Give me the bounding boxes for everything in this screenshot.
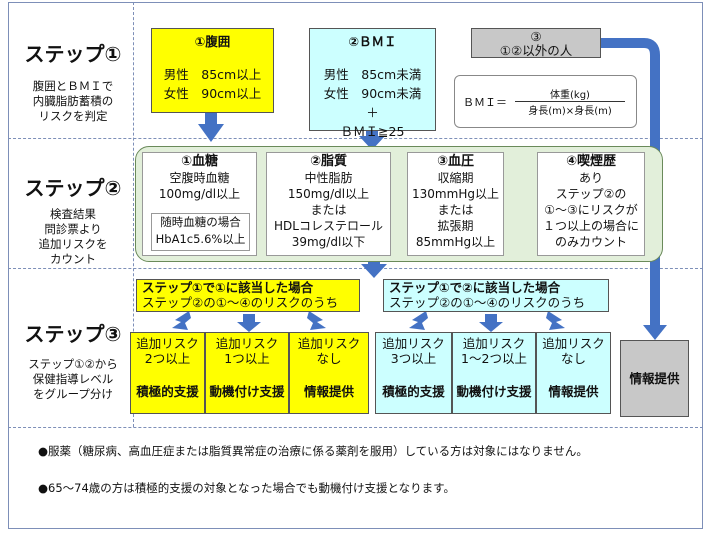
risk-bp-box: ③血圧 収縮期 130mmHg以上 または 拡張期 85mmHg以上 [407,152,504,256]
risk-smoking-box: ④喫煙歴 あり ステップ②の ①〜③にリスクが １つ以上の場合に のみカウント [537,152,645,256]
bmi-formula-box: ＢＭＩ＝ 体重(kg) 身長(m)×身長(m) [454,75,637,128]
bmi-formula-numerator: 体重(kg) [515,86,625,102]
group2-header: ステップ①で②に該当した場合 ステップ②の①〜④のリスクのうち [383,279,609,312]
risk-lipid-box: ②脂質 中性脂肪 150mg/dl以上 または HDLコレステロール 39mg/… [266,152,391,256]
arrow-head [237,314,261,332]
arrow-head [307,311,326,330]
bmi-formula-denominator: 身長(m)×身長(m) [528,106,612,117]
step1-desc: 腹囲とＢＭＩで内臓脂肪蓄積のリスクを判定 [32,79,114,123]
step1-title: ステップ① [24,42,122,66]
arrow-head [361,264,387,278]
group1-cell-3: 追加リスク なし 情報提供 [289,332,369,414]
arrow-head [546,311,565,330]
arrow-head [198,124,224,142]
bmi-formula-lhs: ＢＭＩ＝ [463,96,507,109]
arrow-head [643,325,667,340]
arrow-head [359,136,385,150]
risk-glucose-sub: 随時血糖の場合 HbA1c5.6%以上 [151,213,250,251]
group1-cell-2: 追加リスク 1つ以上 動機付け支援 [205,332,289,414]
group2-cell-2: 追加リスク 1〜2つ以上 動機付け支援 [452,332,536,414]
arrow-shaft [368,258,380,266]
row-divider-1 [8,138,703,139]
outer-frame [8,2,703,529]
note-medication: ●服薬（糖尿病、高血圧症または脂質異常症の治療に係る薬剤を服用）している方は対象… [38,444,588,458]
risk-glucose-box: ①血糖 空腹時血糖 100mg/dl以上 随時血糖の場合 HbA1c5.6%以上 [142,152,257,256]
arrow-head [479,314,503,332]
group1-cell-1: 追加リスク 2つ以上 積極的支援 [130,332,205,414]
note-age: ●65〜74歳の方は積極的支援の対象となった場合でも動機付け支援となります。 [38,481,455,495]
group1-header: ステップ①で①に該当した場合 ステップ②の①〜④のリスクのうち [136,279,360,312]
group2-cell-1: 追加リスク 3つ以上 積極的支援 [375,332,452,414]
arrow-head [172,311,191,330]
group2-cell-3: 追加リスク なし 情報提供 [536,332,611,414]
column-divider [133,2,134,427]
step2-title: ステップ② [24,176,122,200]
step3-title: ステップ③ [24,322,122,346]
arrow-shaft [366,129,378,139]
step3-desc: ステップ①②から保健指導レベルをグループ分け [28,357,118,401]
row-divider-2 [8,268,703,269]
step2-desc: 検査結果問診票より追加リスクをカウント [38,207,108,266]
info-provision-box: 情報提供 [620,340,689,417]
waist-box: ①腹囲 男性 85cm以上 女性 90cm以上 [151,28,274,113]
bent-arrow [600,38,660,327]
other-box: ③ ①②以外の人 [471,28,601,58]
bmi-box: ②ＢＭＩ 男性 85cm未満 女性 90cm未満 ＋ ＢＭＩ≧25 [309,28,436,139]
arrow-head [409,311,428,330]
arrow-shaft [205,112,217,126]
row-divider-3 [8,427,703,428]
